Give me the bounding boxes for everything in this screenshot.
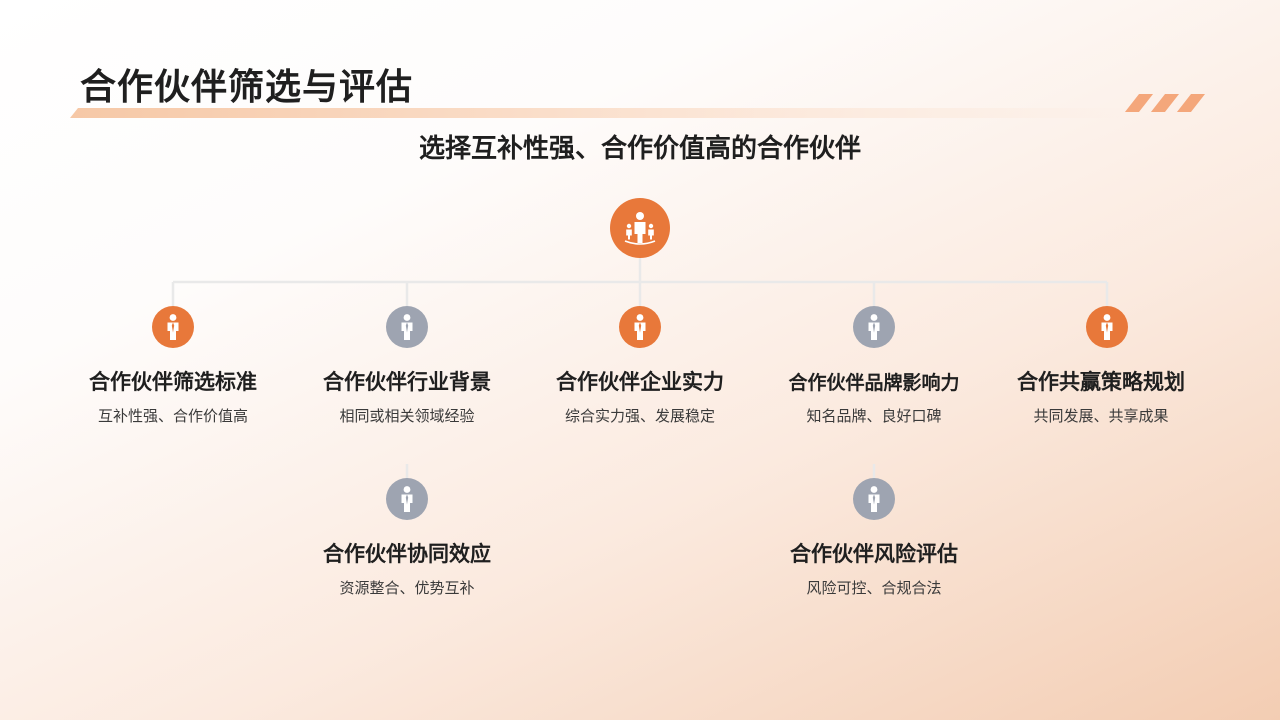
node-desc-industry-background: 相同或相关领域经验 [339, 407, 475, 425]
title-underline-bar [70, 108, 1130, 118]
node-desc-selection-criteria: 互补性强、合作价值高 [97, 407, 248, 425]
node-circle-industry-background [386, 306, 428, 348]
person-icon [868, 486, 880, 512]
node-title-industry-background: 合作伙伴行业背景 [323, 370, 491, 394]
node-title-risk-assessment: 合作伙伴风险评估 [790, 542, 958, 566]
node-circle-risk-assessment [853, 478, 895, 520]
node-circle-win-win-strategy [1086, 306, 1128, 348]
node-title-enterprise-strength: 合作伙伴企业实力 [556, 370, 724, 394]
person-icon [167, 314, 179, 340]
person-icon [634, 314, 646, 340]
person-icon [1101, 314, 1113, 340]
node-circle-enterprise-strength [619, 306, 661, 348]
person-icon [401, 486, 413, 512]
node-desc-synergy-effect: 资源整合、优势互补 [339, 579, 475, 597]
node-title-brand-influence: 合作伙伴品牌影响力 [788, 372, 960, 394]
node-title-synergy-effect: 合作伙伴协同效应 [323, 542, 491, 566]
node-desc-risk-assessment: 风险可控、合规合法 [806, 579, 942, 597]
page-title: 合作伙伴筛选与评估 [80, 67, 414, 108]
team-people-icon [624, 212, 656, 245]
node-title-selection-criteria: 合作伙伴筛选标准 [89, 370, 257, 394]
node-desc-win-win-strategy: 共同发展、共享成果 [1033, 407, 1169, 425]
node-circle-synergy-effect [386, 478, 428, 520]
node-circle-brand-influence [853, 306, 895, 348]
person-icon [401, 314, 413, 340]
root-node-circle [610, 198, 670, 258]
node-circle-selection-criteria [152, 306, 194, 348]
person-icon [868, 314, 880, 340]
node-desc-enterprise-strength: 综合实力强、发展稳定 [564, 407, 715, 425]
diagram-subtitle: 选择互补性强、合作价值高的合作伙伴 [418, 134, 861, 164]
node-desc-brand-influence: 知名品牌、良好口碑 [806, 407, 942, 425]
node-title-win-win-strategy: 合作共赢策略规划 [1017, 370, 1185, 394]
